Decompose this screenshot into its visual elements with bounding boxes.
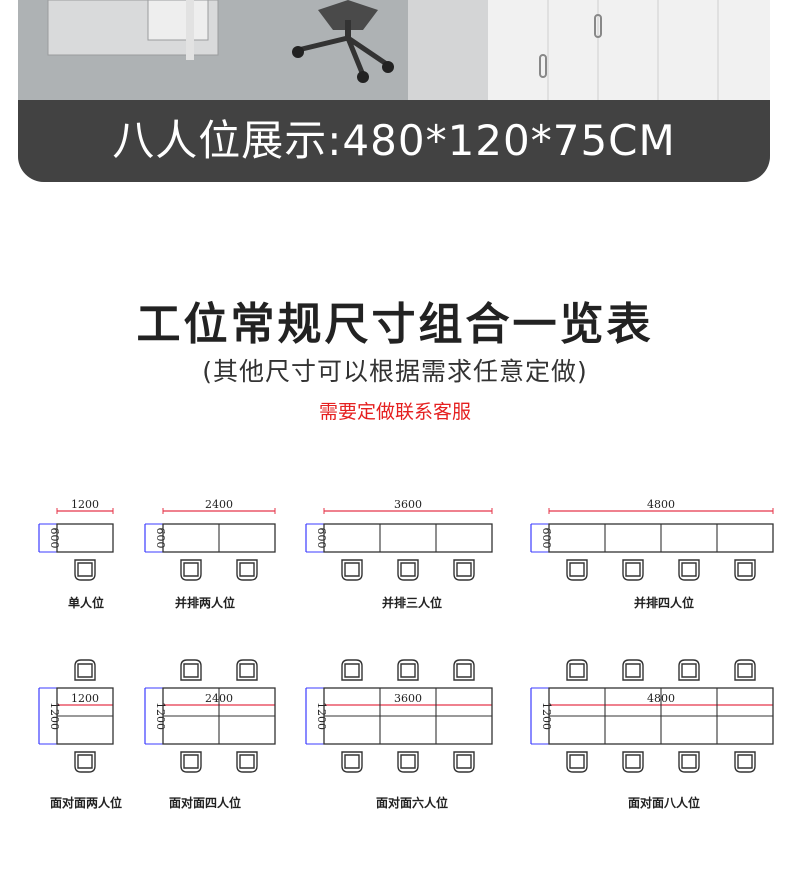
chair-icon <box>74 659 96 681</box>
contact-note: 需要定做联系客服 <box>318 401 471 423</box>
width-dim-label: 1200 <box>71 692 99 705</box>
chair-icon <box>566 659 588 681</box>
chair-icon <box>622 659 644 681</box>
layout-label: 并排三人位 <box>382 595 442 610</box>
chair-icon <box>180 751 202 773</box>
chair-icon <box>397 751 419 773</box>
chair-icon <box>341 559 363 581</box>
chair-icon <box>678 751 700 773</box>
layout-label: 面对面两人位 <box>50 795 122 810</box>
layout-label: 并排四人位 <box>634 595 694 610</box>
chair-icon <box>236 559 258 581</box>
chair-icon <box>397 559 419 581</box>
depth-dim-label: 600 <box>540 528 553 549</box>
depth-dim-label: 600 <box>48 528 61 549</box>
chair-icon <box>566 751 588 773</box>
chair-icon <box>622 559 644 581</box>
width-dim-label: 1200 <box>71 498 99 511</box>
chair-icon <box>453 751 475 773</box>
page-title: 工位常规尺寸组合一览表 <box>136 299 654 350</box>
layout-label: 单人位 <box>68 595 104 610</box>
chair-icon <box>74 751 96 773</box>
depth-dim-label: 600 <box>154 528 167 549</box>
layout-label: 并排两人位 <box>175 595 235 610</box>
desk-outline <box>56 523 114 553</box>
chair-icon <box>566 559 588 581</box>
depth-dim-label: 1200 <box>540 702 553 730</box>
width-dim-label: 2400 <box>205 498 233 511</box>
layout-label: 面对面八人位 <box>628 795 700 810</box>
layout-label: 面对面四人位 <box>169 795 241 810</box>
depth-dim-label: 600 <box>315 528 328 549</box>
layout-label: 面对面六人位 <box>376 795 448 810</box>
chair-icon <box>341 659 363 681</box>
chair-icon <box>180 559 202 581</box>
page-subtitle: (其他尺寸可以根据需求任意定做) <box>202 357 588 386</box>
chair-icon <box>397 659 419 681</box>
chair-icon <box>453 559 475 581</box>
chair-icon <box>734 559 756 581</box>
chair-icon <box>180 659 202 681</box>
chair-icon <box>74 559 96 581</box>
chair-icon <box>678 559 700 581</box>
chair-icon <box>734 751 756 773</box>
chair-icon <box>341 751 363 773</box>
chair-icon <box>236 659 258 681</box>
chair-icon <box>622 751 644 773</box>
depth-dim-label: 1200 <box>48 702 61 730</box>
dimension-banner: 八人位展示:480*120*75CM <box>18 100 770 182</box>
banner-text: 八人位展示:480*120*75CM <box>112 116 676 165</box>
chair-icon <box>453 659 475 681</box>
depth-dim-label: 1200 <box>154 702 167 730</box>
chair-icon <box>734 659 756 681</box>
width-dim-label: 3600 <box>394 498 422 511</box>
chair-icon <box>236 751 258 773</box>
layout-diagrams: 1200 600 单人位 2400 600 并排两人位 3600 600 并排三人位 4800 60… <box>38 498 774 810</box>
width-dim-label: 3600 <box>394 692 422 705</box>
office-photo: 八人位展示:480*120*75CM <box>18 0 770 182</box>
chair-icon <box>678 659 700 681</box>
width-dim-label: 4800 <box>647 498 675 511</box>
depth-dim-label: 1200 <box>315 702 328 730</box>
desk-outline <box>323 523 493 553</box>
